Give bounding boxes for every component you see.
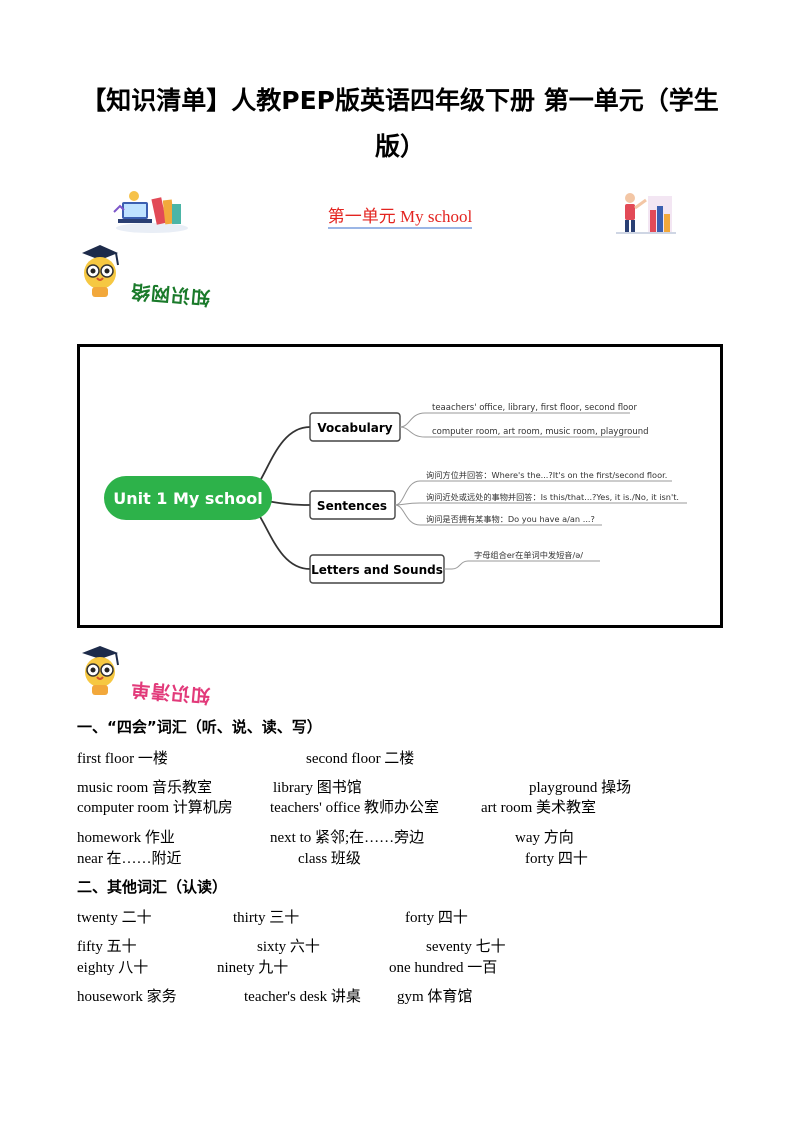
- letters-sounds-leaf-1: 字母组合er在单词中发短音/ə/: [474, 550, 583, 560]
- owl-mascot-icon: [82, 245, 119, 297]
- vocab-item: gym 体育馆: [397, 989, 473, 1005]
- page-title: 【知识清单】人教PEP版英语四年级下册 第一单元（学生 版）: [60, 78, 740, 170]
- vocab-item: housework 家务: [77, 989, 177, 1005]
- mindmap-frame: Unit 1 My school Vocabulary teaachers' o…: [77, 344, 723, 628]
- vocab-item: playground 操场: [529, 780, 632, 796]
- branch-label-letters-sounds: Letters and Sounds: [311, 563, 443, 577]
- vocab-item: art room 美术教室: [481, 800, 596, 816]
- sentences-leaf-1: 询问方位并回答：Where's the...?It's on the first…: [426, 470, 667, 480]
- vocab-item: teacher's desk 讲桌: [244, 989, 361, 1005]
- section2-title: 二、其他词汇（认读）: [77, 878, 228, 896]
- vocab-item: fifty 五十: [77, 939, 137, 955]
- vocab-item: ninety 九十: [217, 960, 289, 976]
- books-laptop-illustration: [113, 191, 188, 233]
- vocab-item: class 班级: [298, 851, 361, 867]
- vocab-item: forty 四十: [405, 910, 468, 926]
- vocab-item: forty 四十: [525, 851, 588, 867]
- vocab-item: sixty 六十: [257, 939, 320, 955]
- vocab-item: one hundred 一百: [389, 960, 498, 976]
- sentences-leaf-2: 询问近处或远处的事物并回答：Is this/that...?Yes, it is…: [426, 492, 679, 502]
- vocabulary-leaf-1: teaachers' office, library, first floor,…: [432, 403, 637, 413]
- title-line-1: 【知识清单】人教PEP版英语四年级下册 第一单元（学生: [81, 86, 719, 115]
- vocab-item: twenty 二十: [77, 910, 152, 926]
- mindmap-root-node: [104, 476, 272, 520]
- mindmap-diagram: Unit 1 My school Vocabulary teaachers' o…: [104, 403, 687, 584]
- title-line-2: 版）: [374, 132, 425, 161]
- vocab-item: teachers' office 教师办公室: [270, 800, 440, 816]
- mindmap-root-label: Unit 1 My school: [113, 489, 263, 508]
- vocab-item: next to 紧邻;在……旁边: [270, 830, 425, 846]
- vocab-item: homework 作业: [77, 830, 175, 846]
- vocab-item: eighty 八十: [77, 960, 149, 976]
- owl-mascot-icon: [82, 646, 119, 695]
- teacher-books-illustration: [616, 193, 676, 234]
- unit-heading: 第一单元 My school: [0, 202, 800, 229]
- vocab-item: first floor 一楼: [77, 751, 168, 767]
- vocab-item: way 方向: [515, 830, 574, 846]
- section1-title: 一、“四会”词汇（听、说、读、写）: [77, 718, 322, 736]
- vocab-item: computer room 计算机房: [77, 800, 233, 816]
- vocab-item: library 图书馆: [273, 780, 362, 796]
- knowledge-network-stamp: 知识网络: [129, 279, 211, 309]
- knowledge-list-stamp: 知识清单: [129, 677, 211, 707]
- vocab-item: near 在……附近: [77, 851, 182, 867]
- branch-label-sentences: Sentences: [317, 499, 387, 513]
- vocabulary-leaf-2: computer room, art room, music room, pla…: [432, 427, 649, 437]
- vocab-item: music room 音乐教室: [77, 780, 212, 796]
- vocab-item: thirty 三十: [233, 910, 300, 926]
- vocab-item: second floor 二楼: [306, 751, 415, 767]
- sentences-leaf-3: 询问是否拥有某事物：Do you have a/an ...?: [426, 514, 595, 524]
- vocab-item: seventy 七十: [426, 939, 506, 955]
- branch-label-vocabulary: Vocabulary: [317, 421, 392, 435]
